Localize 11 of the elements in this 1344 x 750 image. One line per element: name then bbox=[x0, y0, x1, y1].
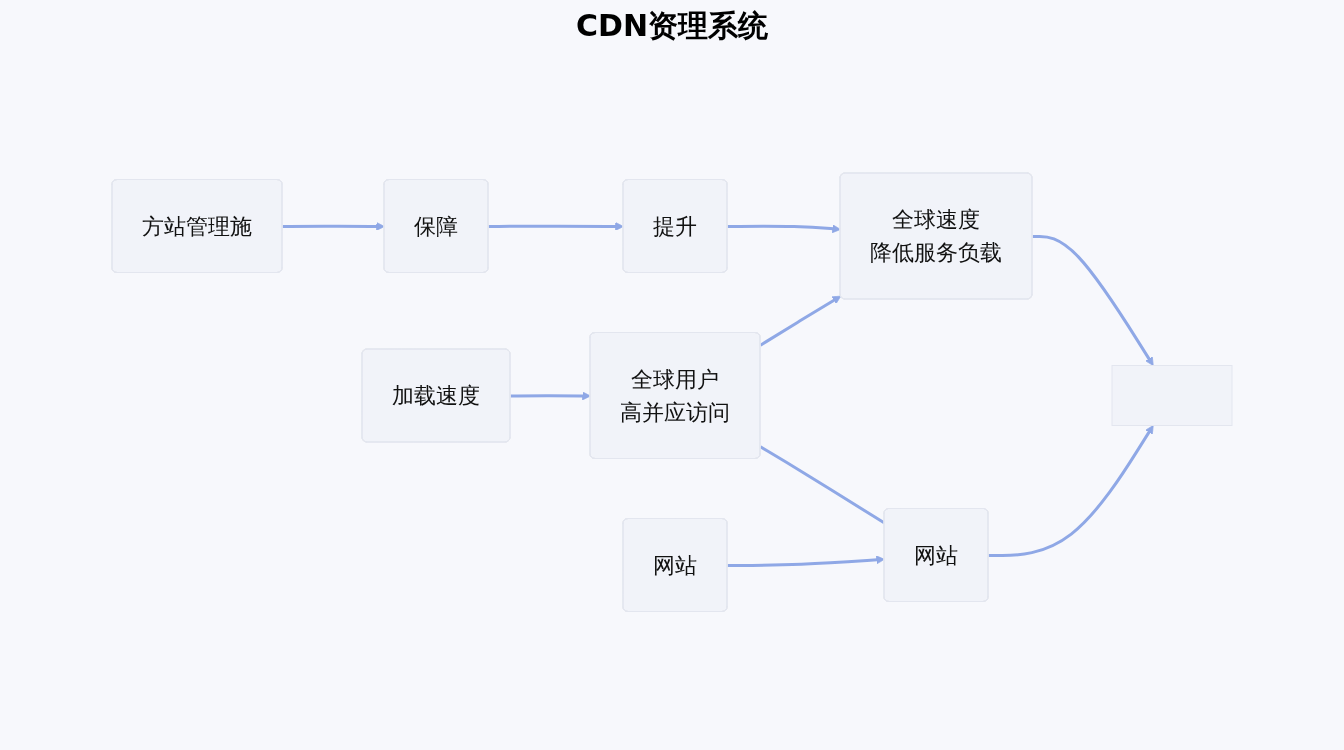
arrow bbox=[727, 224, 841, 233]
arrow bbox=[988, 424, 1154, 557]
connector bbox=[759, 445, 886, 525]
arrow bbox=[727, 555, 885, 567]
arrow bbox=[1032, 234, 1154, 366]
node-box bbox=[1111, 364, 1233, 426]
arrow bbox=[488, 221, 624, 231]
arrow bbox=[282, 221, 385, 231]
arrow bbox=[510, 391, 591, 401]
diagram-title: CDN资理系统 bbox=[575, 7, 769, 45]
arrow bbox=[759, 295, 842, 347]
